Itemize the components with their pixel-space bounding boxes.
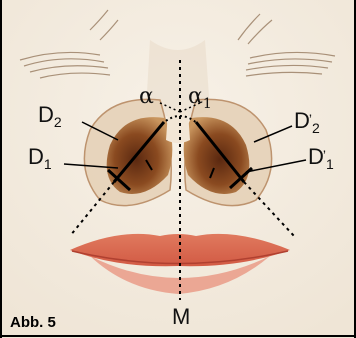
label-d1-prime: D’1 <box>308 146 334 168</box>
label-d2-prime: D’2 <box>294 110 320 132</box>
figure-caption: Abb. 5 <box>10 314 56 331</box>
label-midline: M <box>172 306 190 328</box>
nasal-tip <box>166 108 190 143</box>
label-d1: D1 <box>28 146 52 168</box>
label-alpha: α <box>139 86 154 108</box>
label-alpha1: α1 <box>188 86 212 108</box>
label-d2: D2 <box>38 104 62 126</box>
